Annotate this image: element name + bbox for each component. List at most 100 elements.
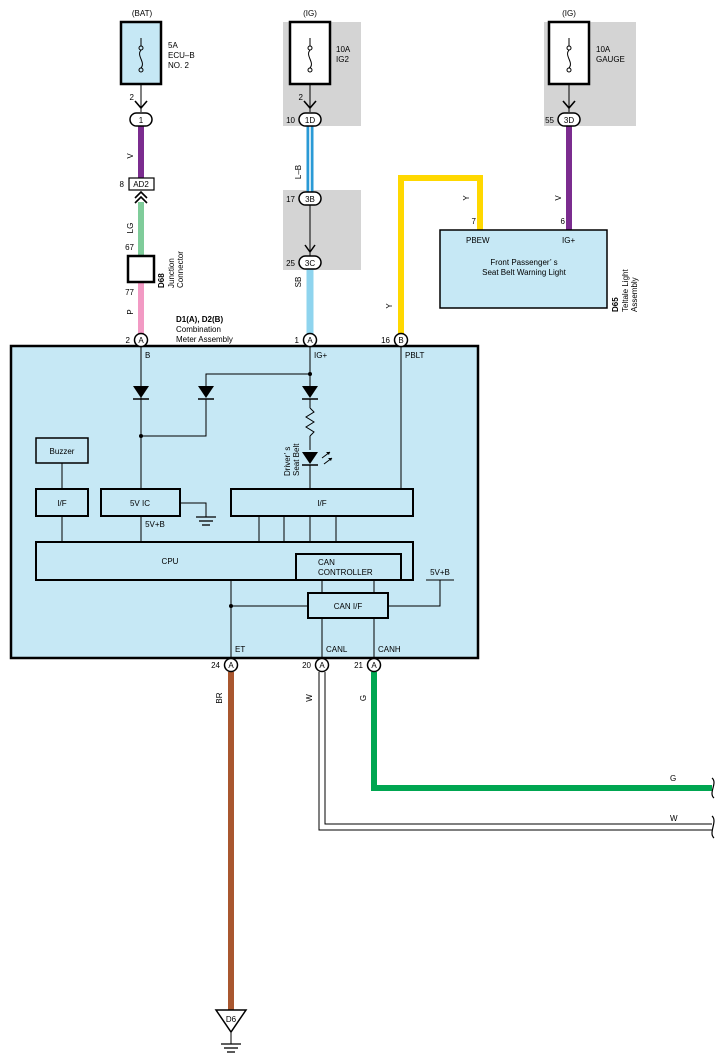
svg-text:5A: 5A xyxy=(168,41,178,50)
svg-text:D68: D68 xyxy=(157,273,166,288)
svg-text:16: 16 xyxy=(381,336,390,345)
junction-connector-d68: 67 77 D68 Junction Connector xyxy=(125,243,185,297)
svg-text:7: 7 xyxy=(472,217,477,226)
svg-text:W: W xyxy=(305,694,314,702)
svg-text:20: 20 xyxy=(302,661,311,670)
3b3c-shade xyxy=(283,190,361,270)
pin-pblt: 16 B PBLT xyxy=(381,332,425,360)
fuse-source: (BAT) xyxy=(132,9,153,18)
svg-text:3B: 3B xyxy=(305,195,315,204)
fuse-ig2: (IG) 10A IG2 2 xyxy=(288,9,351,112)
svg-text:A: A xyxy=(371,661,377,670)
pin-canl: CANL 20 A xyxy=(302,645,348,673)
svg-text:W: W xyxy=(670,814,678,823)
svg-text:I/F: I/F xyxy=(57,499,66,508)
connector-1d: 1D 10 xyxy=(286,112,322,127)
wire-break-icon xyxy=(711,777,715,799)
svg-text:Combination: Combination xyxy=(176,325,221,334)
svg-text:ECU–B: ECU–B xyxy=(168,51,195,60)
svg-text:NO. 2: NO. 2 xyxy=(168,61,189,70)
svg-text:Teltale Light: Teltale Light xyxy=(621,269,630,312)
svg-text:2: 2 xyxy=(299,93,304,102)
5v-ic xyxy=(100,488,181,517)
svg-text:10A: 10A xyxy=(596,45,611,54)
wire-w xyxy=(318,672,712,831)
svg-text:B: B xyxy=(145,351,150,360)
svg-text:24: 24 xyxy=(211,661,220,670)
svg-text:77: 77 xyxy=(125,288,134,297)
svg-text:CANH: CANH xyxy=(378,645,401,654)
svg-text:Meter Assembly: Meter Assembly xyxy=(176,335,233,344)
combination-meter-assembly: D1(A), D2(B) Combination Meter Assembly … xyxy=(9,315,480,673)
svg-text:Front Passenger’ s: Front Passenger’ s xyxy=(490,258,557,267)
buzzer xyxy=(35,437,89,464)
svg-text:V: V xyxy=(554,195,563,201)
pin-b: 2 A B xyxy=(126,332,150,360)
svg-text:PBLT: PBLT xyxy=(405,351,425,360)
svg-text:21: 21 xyxy=(354,661,363,670)
svg-text:10: 10 xyxy=(286,116,295,125)
svg-text:55: 55 xyxy=(545,116,554,125)
svg-text:Driver’ s: Driver’ s xyxy=(283,447,292,476)
svg-text:A: A xyxy=(228,661,234,670)
svg-text:ET: ET xyxy=(235,645,245,654)
wire-g xyxy=(371,672,712,791)
svg-text:2: 2 xyxy=(130,93,135,102)
resistor-icon xyxy=(305,407,315,437)
led-icon xyxy=(302,452,318,464)
svg-text:G: G xyxy=(359,695,368,701)
svg-text:67: 67 xyxy=(125,243,134,252)
pin-ig-plus: 1 A IG+ xyxy=(295,332,327,360)
fuse-gauge: (IG) 10A GAUGE xyxy=(547,9,625,112)
svg-text:5V IC: 5V IC xyxy=(130,499,150,508)
svg-text:3D: 3D xyxy=(564,116,574,125)
svg-text:CAN: CAN xyxy=(318,558,335,567)
svg-text:5V+B: 5V+B xyxy=(430,568,450,577)
svg-text:PBEW: PBEW xyxy=(466,236,490,245)
svg-text:G: G xyxy=(670,774,676,783)
svg-text:A: A xyxy=(138,336,144,345)
diode-icon xyxy=(133,386,149,398)
connector-3c: 3C 25 xyxy=(286,255,322,270)
fuse-ecu-b: (BAT) 5A ECU–B NO. 2 2 xyxy=(119,9,195,112)
svg-text:I/F: I/F xyxy=(317,499,326,508)
svg-text:CAN I/F: CAN I/F xyxy=(334,602,363,611)
svg-text:L–B: L–B xyxy=(294,165,303,179)
svg-text:3C: 3C xyxy=(305,259,315,268)
ground-d6: D6 xyxy=(214,1009,248,1053)
svg-text:Y: Y xyxy=(385,303,394,309)
svg-text:1D: 1D xyxy=(305,116,315,125)
svg-text:5V+B: 5V+B xyxy=(145,520,165,529)
wire-break-icon xyxy=(711,815,715,839)
svg-text:Buzzer: Buzzer xyxy=(50,447,75,456)
svg-text:IG2: IG2 xyxy=(336,55,349,64)
svg-text:(IG): (IG) xyxy=(303,9,317,18)
svg-text:LG: LG xyxy=(126,223,135,234)
svg-text:CONTROLLER: CONTROLLER xyxy=(318,568,373,577)
wire-y xyxy=(398,175,483,334)
svg-text:Seat Belt Warning Light: Seat Belt Warning Light xyxy=(482,268,567,277)
connector-1: 1 xyxy=(129,112,153,127)
svg-text:CANL: CANL xyxy=(326,645,348,654)
pin-et: ET 24 A xyxy=(211,645,245,673)
svg-text:A: A xyxy=(307,336,313,345)
svg-text:10A: 10A xyxy=(336,45,351,54)
svg-text:Y: Y xyxy=(462,195,471,201)
svg-text:25: 25 xyxy=(286,259,295,268)
svg-text:A: A xyxy=(319,661,325,670)
svg-text:B: B xyxy=(398,336,403,345)
svg-text:D65: D65 xyxy=(611,297,620,312)
svg-text:IG+: IG+ xyxy=(562,236,575,245)
svg-text:8: 8 xyxy=(120,180,125,189)
svg-text:GAUGE: GAUGE xyxy=(596,55,625,64)
svg-text:1: 1 xyxy=(295,336,300,345)
diode-icon xyxy=(302,386,318,398)
svg-text:P: P xyxy=(126,309,135,314)
svg-text:17: 17 xyxy=(286,195,295,204)
pin-canh: CANH 21 A xyxy=(354,645,401,673)
can-controller xyxy=(295,553,402,581)
svg-text:6: 6 xyxy=(561,217,566,226)
svg-text:Connector: Connector xyxy=(176,251,185,288)
teltale-light-assembly: 7 6 PBEW IG+ Front Passenger’ s Seat Bel… xyxy=(439,217,639,312)
